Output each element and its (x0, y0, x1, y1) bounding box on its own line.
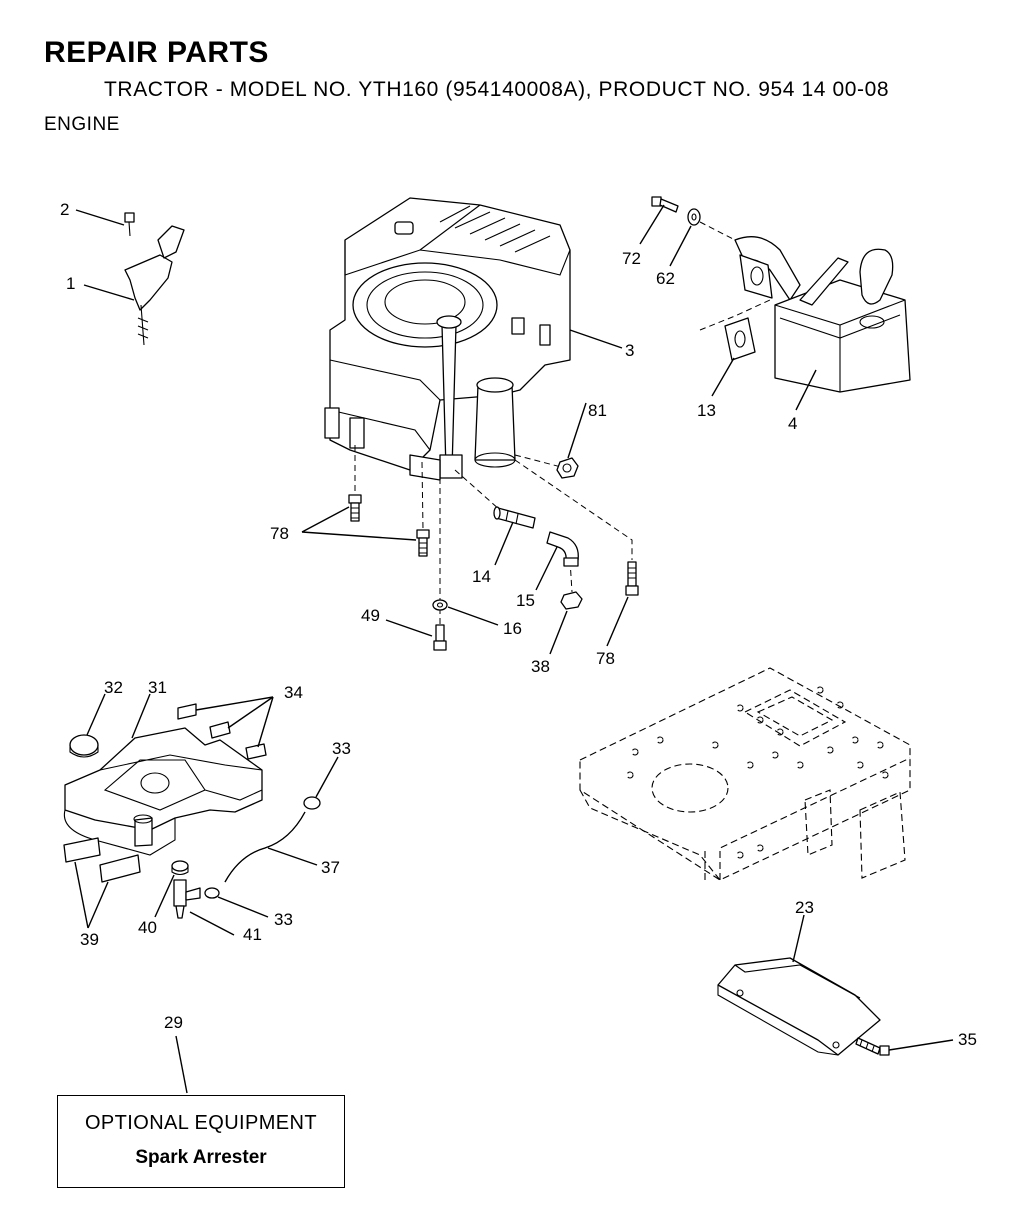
callout-39: 39 (80, 930, 99, 949)
callout-2: 2 (60, 200, 69, 219)
callout-49: 49 (361, 606, 380, 625)
leader-39-1 (74, 861, 89, 929)
cover-31 (63, 727, 263, 856)
throttle-control-part (124, 212, 185, 346)
optional-equipment-box: OPTIONAL EQUIPMENT Spark Arrester (57, 1095, 345, 1188)
callout-14: 14 (472, 567, 491, 586)
callout-62: 62 (656, 269, 675, 288)
callout-23: 23 (795, 898, 814, 917)
bolt-78-left (348, 494, 362, 522)
washer-16 (432, 599, 448, 611)
muffler-part (734, 236, 911, 393)
optional-equipment-heading: OPTIONAL EQUIPMENT (84, 1112, 318, 1134)
leader-34-2 (227, 696, 274, 729)
callout-15: 15 (516, 591, 535, 610)
leader-3 (569, 329, 623, 349)
leader-81 (567, 402, 587, 459)
bolt-78-middle (416, 529, 430, 557)
callout-33-top: 33 (332, 739, 351, 758)
assembly-line (514, 454, 566, 469)
callout-32: 32 (104, 678, 123, 697)
callout-40: 40 (138, 918, 157, 937)
callout-16: 16 (503, 619, 522, 638)
section-heading: ENGINE (44, 114, 120, 135)
leader-32 (86, 693, 106, 736)
leader-72 (639, 204, 665, 245)
leader-13 (711, 357, 735, 397)
bolt-49 (433, 624, 447, 651)
leader-49 (385, 619, 433, 637)
callout-3: 3 (625, 341, 634, 360)
callout-81: 81 (588, 401, 607, 420)
nut-81 (556, 457, 579, 479)
callout-38: 38 (531, 657, 550, 676)
callout-72: 72 (622, 249, 641, 268)
clamp-33-top (303, 796, 321, 810)
callout-1: 1 (66, 274, 75, 293)
hose-37 (224, 811, 306, 883)
leader-31 (131, 693, 151, 739)
callout-4: 4 (788, 414, 797, 433)
washer-62 (687, 208, 701, 226)
callout-31: 31 (148, 678, 167, 697)
leader-34-1 (195, 696, 274, 711)
leader-4 (795, 369, 817, 411)
valve-41 (173, 879, 201, 919)
leader-14 (494, 521, 514, 566)
callout-34: 34 (284, 683, 303, 702)
assembly-line (699, 221, 736, 241)
callout-33-bottom: 33 (274, 910, 293, 929)
assembly-line (699, 299, 771, 331)
leader-33a (315, 756, 339, 798)
hose-37-inner (224, 811, 306, 883)
grommet-40 (171, 860, 189, 876)
leader-23 (792, 914, 805, 963)
elbow-15 (546, 531, 579, 567)
nut-38 (560, 591, 583, 610)
callout-35: 35 (958, 1030, 977, 1049)
callout-37: 37 (321, 858, 340, 877)
leader-15 (535, 546, 558, 591)
leader-39-2 (87, 881, 109, 929)
callout-78-left: 78 (270, 524, 289, 543)
engine-part (324, 197, 571, 481)
leader-38 (549, 610, 568, 655)
leader-34-3 (257, 696, 274, 748)
leader-40 (154, 874, 175, 918)
leader-78b (606, 596, 629, 647)
callout-29: 29 (164, 1013, 183, 1032)
callout-13: 13 (697, 401, 716, 420)
leader-33b (217, 896, 269, 918)
optional-equipment-item: Spark Arrester (135, 1147, 267, 1168)
fitting-14 (493, 506, 536, 529)
leader-37 (267, 847, 318, 866)
assembly-line (454, 459, 633, 560)
leader-29 (175, 1035, 188, 1094)
leader-62 (669, 225, 692, 267)
leader-35 (888, 1039, 954, 1051)
fuel-cap-32 (69, 734, 99, 758)
pad-39 (63, 837, 141, 883)
leader-16 (447, 606, 499, 626)
callout-78-right: 78 (596, 649, 615, 668)
gasket-13 (724, 317, 756, 361)
model-subtitle: TRACTOR - MODEL NO. YTH160 (954140008A),… (104, 78, 890, 101)
clamp-33-bottom (204, 887, 220, 899)
assembly-line (421, 461, 424, 531)
leader-78a-1 (301, 506, 350, 533)
leader-41 (189, 911, 235, 936)
leader-78a-2 (301, 531, 417, 541)
leader-2 (75, 209, 125, 226)
bolt-78-right (625, 561, 639, 596)
page-title: REPAIR PARTS (44, 36, 269, 69)
callout-41: 41 (243, 925, 262, 944)
heat-shield-23 (717, 957, 881, 1056)
screw-35 (855, 1037, 890, 1056)
leader-1 (83, 284, 135, 301)
bolt-72 (651, 196, 679, 213)
tractor-frame-reference (579, 667, 911, 881)
pad-34 (177, 703, 267, 760)
